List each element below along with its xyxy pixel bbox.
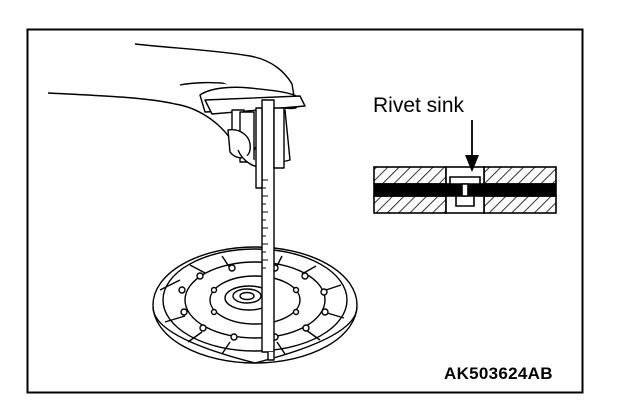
rivet-sink-label: Rivet sink: [373, 94, 465, 117]
caliper-scale-ticks: [262, 179, 268, 269]
figure-border: [26, 28, 584, 394]
figure-code: AK503624AB: [444, 364, 553, 383]
rivet-cross-section-diagram: [373, 166, 557, 214]
hand-with-caliper-illustration: [47, 43, 306, 361]
clutch-disc-illustration: [152, 246, 358, 364]
arrow-down-icon: [465, 120, 479, 172]
